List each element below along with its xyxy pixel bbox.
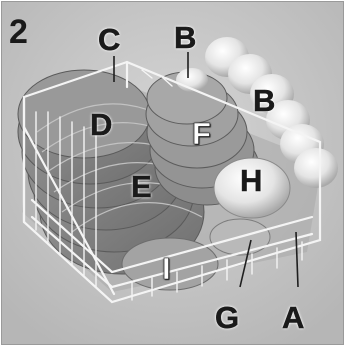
- label-f: F: [192, 116, 212, 151]
- cups-row: [176, 37, 338, 188]
- rack-wire-frame: [22, 60, 322, 304]
- label-d: D: [90, 107, 113, 142]
- bowl: [213, 157, 291, 219]
- label-e: E: [131, 169, 152, 204]
- label-h: H: [240, 163, 263, 198]
- label-b-right: B: [253, 83, 276, 118]
- figure-number: 2: [9, 13, 28, 51]
- dishwasher-rack-photo: [2, 2, 343, 344]
- label-g: G: [215, 300, 240, 335]
- label-c: C: [98, 22, 121, 57]
- label-i: I: [162, 251, 171, 286]
- label-a: A: [282, 300, 305, 335]
- callout-lines: [113, 52, 299, 288]
- label-b-top: B: [174, 20, 197, 55]
